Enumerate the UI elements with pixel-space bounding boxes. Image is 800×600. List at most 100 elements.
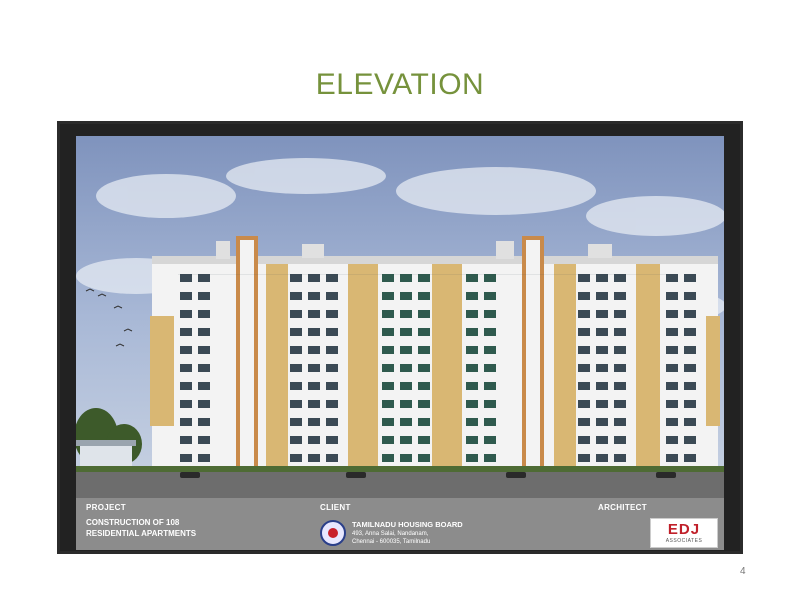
facade-window — [614, 418, 626, 426]
facade-window — [466, 418, 478, 426]
facade-window — [466, 436, 478, 444]
facade-window — [484, 400, 496, 408]
facade-window — [596, 274, 608, 282]
facade-window — [614, 382, 626, 390]
facade-window — [400, 382, 412, 390]
facade-window — [382, 400, 394, 408]
facade-window — [382, 436, 394, 444]
facade-window — [614, 400, 626, 408]
facade-window — [666, 346, 678, 354]
facade-window — [198, 382, 210, 390]
facade-window — [596, 364, 608, 372]
facade-window — [180, 310, 192, 318]
page-number: 4 — [740, 566, 746, 577]
facade-window — [684, 418, 696, 426]
facade-window — [180, 418, 192, 426]
facade-window — [578, 364, 590, 372]
facade-window — [198, 454, 210, 462]
facade-window — [596, 292, 608, 300]
facade-window — [596, 400, 608, 408]
facade-window — [198, 292, 210, 300]
architect-logo-subtext: ASSOCIATES — [665, 538, 703, 544]
facade-window — [596, 382, 608, 390]
facade-window — [382, 364, 394, 372]
architect-label: ARCHITECT — [598, 503, 647, 512]
facade-window — [578, 310, 590, 318]
facade-window — [326, 364, 338, 372]
facade-window — [308, 418, 320, 426]
project-line-1: CONSTRUCTION OF 108 — [86, 518, 180, 527]
facade-window — [466, 310, 478, 318]
facade-window — [180, 292, 192, 300]
facade-window — [382, 292, 394, 300]
facade-window — [400, 436, 412, 444]
facade-window — [466, 346, 478, 354]
facade-window — [484, 418, 496, 426]
facade-window — [466, 364, 478, 372]
facade-window — [578, 454, 590, 462]
facade-window — [484, 346, 496, 354]
facade-window — [684, 292, 696, 300]
facade-window — [666, 400, 678, 408]
facade-window — [596, 310, 608, 318]
facade-window — [578, 382, 590, 390]
facade-window — [684, 274, 696, 282]
facade-window — [308, 310, 320, 318]
facade-window — [596, 328, 608, 336]
facade-window — [290, 418, 302, 426]
facade-window — [326, 292, 338, 300]
facade-window — [400, 364, 412, 372]
facade-window — [666, 328, 678, 336]
facade-window — [290, 328, 302, 336]
facade-window — [484, 382, 496, 390]
facade-window — [484, 364, 496, 372]
facade-window — [684, 364, 696, 372]
facade-window — [198, 274, 210, 282]
facade-window — [290, 292, 302, 300]
facade-window — [180, 274, 192, 282]
elevation-caption-bar: PROJECT CONSTRUCTION OF 108 RESIDENTIAL … — [76, 498, 724, 550]
facade-window — [418, 436, 430, 444]
client-address-1: 493, Anna Salai, Nandanam, — [352, 531, 429, 537]
housing-board-seal-icon — [320, 520, 346, 546]
facade-window — [326, 400, 338, 408]
facade-window — [666, 382, 678, 390]
facade-window — [418, 292, 430, 300]
facade-window — [400, 310, 412, 318]
facade-window — [198, 400, 210, 408]
facade-window — [684, 328, 696, 336]
facade-window — [400, 328, 412, 336]
facade-window — [400, 292, 412, 300]
facade-window — [614, 328, 626, 336]
facade-window — [382, 346, 394, 354]
facade-window — [578, 292, 590, 300]
facade-window — [290, 274, 302, 282]
facade-window — [326, 346, 338, 354]
facade-window — [198, 328, 210, 336]
facade-window — [382, 454, 394, 462]
facade-window — [484, 274, 496, 282]
facade-window — [684, 346, 696, 354]
facade-window — [596, 436, 608, 444]
elevation-image — [76, 136, 724, 498]
facade-window — [198, 364, 210, 372]
facade-window — [684, 382, 696, 390]
facade-window — [684, 310, 696, 318]
facade-window — [666, 418, 678, 426]
facade-window — [418, 382, 430, 390]
facade-window — [614, 364, 626, 372]
facade-window — [326, 310, 338, 318]
facade-window — [400, 400, 412, 408]
facade-window — [578, 400, 590, 408]
facade-window — [290, 346, 302, 354]
facade-window — [382, 274, 394, 282]
facade-window — [614, 346, 626, 354]
facade-window — [466, 382, 478, 390]
facade-window — [684, 400, 696, 408]
project-label: PROJECT — [86, 503, 126, 512]
facade-window — [198, 418, 210, 426]
facade-window — [684, 454, 696, 462]
architect-logo: EDJ ASSOCIATES — [650, 518, 718, 548]
facade-window — [326, 436, 338, 444]
facade-window — [466, 328, 478, 336]
